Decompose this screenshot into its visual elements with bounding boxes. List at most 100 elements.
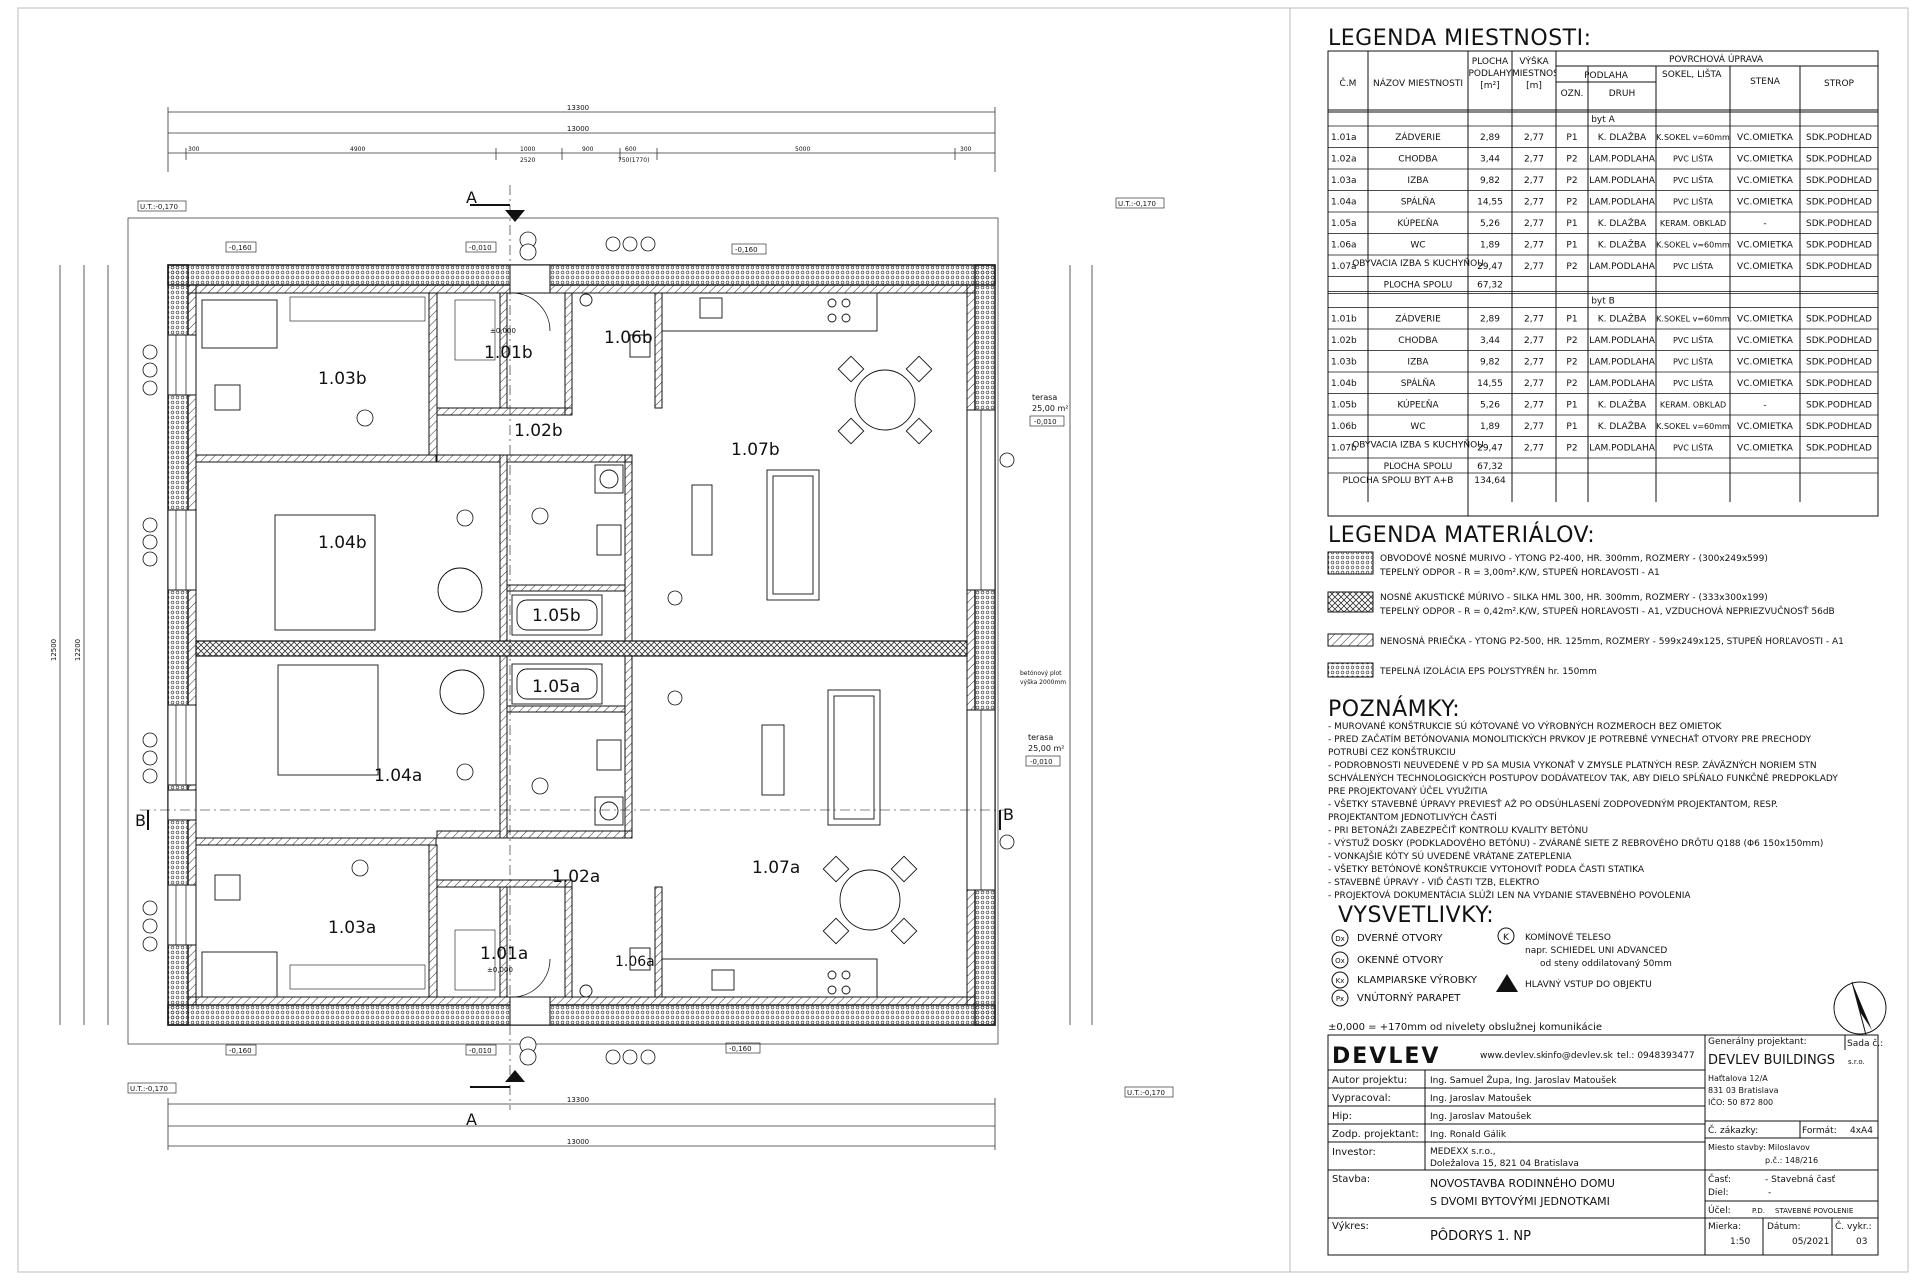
legend-b-cell-druh: K. DLAŽBA bbox=[1598, 399, 1647, 411]
material-legend-title: LEGENDA MATERIÁLOV: bbox=[1328, 522, 1595, 548]
legend-a-cell-strop: SDK.PODHĽAD bbox=[1806, 219, 1872, 229]
legend-grand-total: 134,64 bbox=[1474, 476, 1506, 486]
ut-top-left: U.T.:-0,170 bbox=[140, 203, 178, 211]
legend-b-cell-ozn: P2 bbox=[1566, 336, 1577, 346]
dim-total-top: 13300 bbox=[567, 104, 589, 112]
legend-b-cell-sokel: PVC LIŠTA bbox=[1673, 377, 1714, 388]
room-legend-title: LEGENDA MIESTNOSTI: bbox=[1328, 26, 1592, 51]
dim-300-a: 300 bbox=[188, 146, 200, 153]
tb-place: Miloslavov bbox=[1768, 1143, 1810, 1152]
note-line-11: - VŠETKY BETÓNOVÉ KONŠTRUKCIE VYTOHOVIŤ … bbox=[1328, 863, 1645, 875]
legend-b-cell-druh: K. DLAŽBA bbox=[1598, 420, 1647, 432]
legend-a-cell-strop: SDK.PODHĽAD bbox=[1806, 198, 1872, 208]
company-logo: DEVLEV bbox=[1332, 1044, 1440, 1069]
beds bbox=[201, 299, 485, 998]
hdr-height: VÝŠKA MIESTNOSTI [m] bbox=[1512, 57, 1556, 91]
wc-fixtures bbox=[579, 293, 651, 998]
material-swatch-2 bbox=[1327, 591, 1374, 613]
tb-gen-suffix: s.r.o. bbox=[1848, 1058, 1865, 1066]
note-line-0: - MUROVANÉ KONŠTRUKCIE SÚ KÓTOVANÉ VO VÝ… bbox=[1328, 720, 1723, 732]
legend-b-cell-name: SPÁLŇA bbox=[1401, 377, 1436, 389]
room-label-1-03a: 1.03a bbox=[328, 918, 376, 938]
legend-a-cell-sokel: K.SOKEL v=60mm bbox=[1656, 241, 1730, 250]
hdr-ozn: OZN. bbox=[1561, 89, 1584, 99]
legend-a-cell-strop: SDK.PODHĽAD bbox=[1806, 155, 1872, 165]
legend-a-cell-num: 1.07a bbox=[1331, 262, 1357, 272]
tb-building1: NOVOSTAVBA RODINNÉHO DOMU bbox=[1430, 1177, 1615, 1190]
room-label-1-05a: 1.05a bbox=[532, 677, 580, 697]
note-line-1: - PRED ZAČATÍM BETÓNOVANIA MONOLITICKÝCH… bbox=[1328, 733, 1812, 745]
dim-4900: 4900 bbox=[350, 146, 365, 153]
legend-b-cell-height: 2,77 bbox=[1524, 401, 1544, 411]
fence-note-1: betónový plot bbox=[1020, 670, 1062, 677]
expl-sym-0: Dx bbox=[1335, 935, 1345, 943]
legend-a-cell-name: WC bbox=[1410, 241, 1425, 251]
tb-part: - Stavebná časť bbox=[1765, 1174, 1836, 1185]
tb-sheet-label: Sada č.: bbox=[1847, 1038, 1883, 1049]
tb-date: 05/2021 bbox=[1792, 1237, 1829, 1247]
room-label-1-02a: 1.02a bbox=[552, 867, 600, 887]
legend-b-cell-area: 1,89 bbox=[1480, 422, 1500, 432]
tb-email: info@devlev.sk bbox=[1545, 1051, 1614, 1061]
tb-drawing-label: Výkres: bbox=[1332, 1220, 1369, 1232]
tb-gen-name: DEVLEV BUILDINGS bbox=[1708, 1053, 1835, 1068]
legend-a-cell-height: 2,77 bbox=[1524, 155, 1544, 165]
legend-b-cell-druh: LAM.PODLAHA bbox=[1589, 358, 1656, 368]
legend-b-cell-strop: SDK.PODHĽAD bbox=[1806, 358, 1872, 368]
legend-a-cell-stena: VC.OMIETKA bbox=[1737, 241, 1794, 251]
tb-num: 03 bbox=[1856, 1237, 1867, 1247]
legend-b-cell-sokel: K.SOKEL v=60mm bbox=[1656, 422, 1730, 431]
note-line-12: - STAVEBNÉ ÚPRAVY - VIĎ ČASTI TZB, ELEKT… bbox=[1328, 876, 1539, 888]
legend-a-cell-height: 2,77 bbox=[1524, 219, 1544, 229]
tb-num-label: Č. vykr.: bbox=[1835, 1220, 1872, 1232]
hdr-floor: PODLAHA bbox=[1584, 71, 1629, 81]
expl-text-2: KLAMPIARSKE VÝROBKY bbox=[1357, 973, 1478, 986]
tb-investor2: Doležalova 15, 821 04 Bratislava bbox=[1430, 1159, 1579, 1169]
legend-b-cell-num: 1.04b bbox=[1331, 379, 1357, 389]
legend-a-cell-strop: SDK.PODHĽAD bbox=[1806, 241, 1872, 251]
legend-b-cell-ozn: P1 bbox=[1566, 422, 1577, 432]
tb-resp-label: Zodp. projektant: bbox=[1332, 1129, 1419, 1140]
tb-check-label: Hip: bbox=[1332, 1111, 1352, 1122]
lvl-160-bl: -0,160 bbox=[229, 1047, 252, 1055]
section-b-right: B bbox=[1003, 805, 1014, 824]
legend-a-cell-area: 29,47 bbox=[1477, 262, 1503, 272]
legend-b-cell-druh: K. DLAŽBA bbox=[1598, 313, 1647, 325]
legend-b-cell-name: OBÝVACIA IZBA S KUCHYŇOU bbox=[1352, 439, 1484, 451]
hdr-druh: DRUH bbox=[1609, 89, 1636, 99]
living-furniture bbox=[691, 469, 881, 826]
legend-b-cell-num: 1.07b bbox=[1331, 444, 1357, 454]
expl-chimney-symbol: K bbox=[1503, 933, 1510, 943]
section-b-left: B bbox=[135, 811, 146, 830]
legend-a-cell-height: 2,77 bbox=[1524, 133, 1544, 143]
legend-b-cell-area: 3,44 bbox=[1480, 336, 1500, 346]
dim-750: 750(1770) bbox=[618, 157, 649, 164]
legend-b-cell-sokel: PVC LIŠTA bbox=[1673, 442, 1714, 453]
legend-b-cell-name: CHODBA bbox=[1398, 336, 1438, 346]
legend-a-cell-sokel: PVC LIŠTA bbox=[1673, 174, 1714, 185]
legend-b-cell-ozn: P2 bbox=[1566, 358, 1577, 368]
terrace-bottom-area: 25,00 m² bbox=[1028, 744, 1064, 753]
legend-b-cell-num: 1.05b bbox=[1331, 401, 1357, 411]
legend-b-cell-stena: VC.OMIETKA bbox=[1737, 315, 1794, 325]
dim-5000: 5000 bbox=[795, 146, 810, 153]
legend-a-cell-area: 3,44 bbox=[1480, 155, 1500, 165]
section-a-marks bbox=[470, 185, 525, 1110]
lvl-010-top: -0,010 bbox=[469, 244, 492, 252]
dim-600: 600 bbox=[625, 146, 637, 153]
legend-b-cell-strop: SDK.PODHĽAD bbox=[1806, 379, 1872, 389]
legend-b-cell-height: 2,77 bbox=[1524, 358, 1544, 368]
material-4-line1: TEPELNÁ IZOLÁCIA EPS POLYSTYRÉN hr. 150m… bbox=[1379, 665, 1597, 677]
legend-a-total-label: PLOCHA SPOLU bbox=[1384, 281, 1453, 291]
legend-b-cell-druh: LAM.PODLAHA bbox=[1589, 336, 1656, 346]
door-markers bbox=[142, 231, 1015, 1066]
tb-phone: tel.: 0948393477 bbox=[1617, 1051, 1695, 1061]
tb-building-label: Stavba: bbox=[1332, 1174, 1370, 1185]
tb-author-label: Autor projektu: bbox=[1332, 1075, 1407, 1086]
tb-author: Ing. Samuel Župa, Ing. Jaroslav Matoušek bbox=[1430, 1074, 1617, 1086]
dim-total-bottom: 13300 bbox=[567, 1096, 589, 1104]
material-3-line1: NENOSNÁ PRIEČKA - YTONG P2-500, HR. 125m… bbox=[1380, 635, 1844, 647]
party-wall bbox=[195, 640, 968, 657]
tb-drawing: PÔDORYS 1. NP bbox=[1430, 1228, 1531, 1244]
hdr-strop: STROP bbox=[1824, 79, 1855, 89]
